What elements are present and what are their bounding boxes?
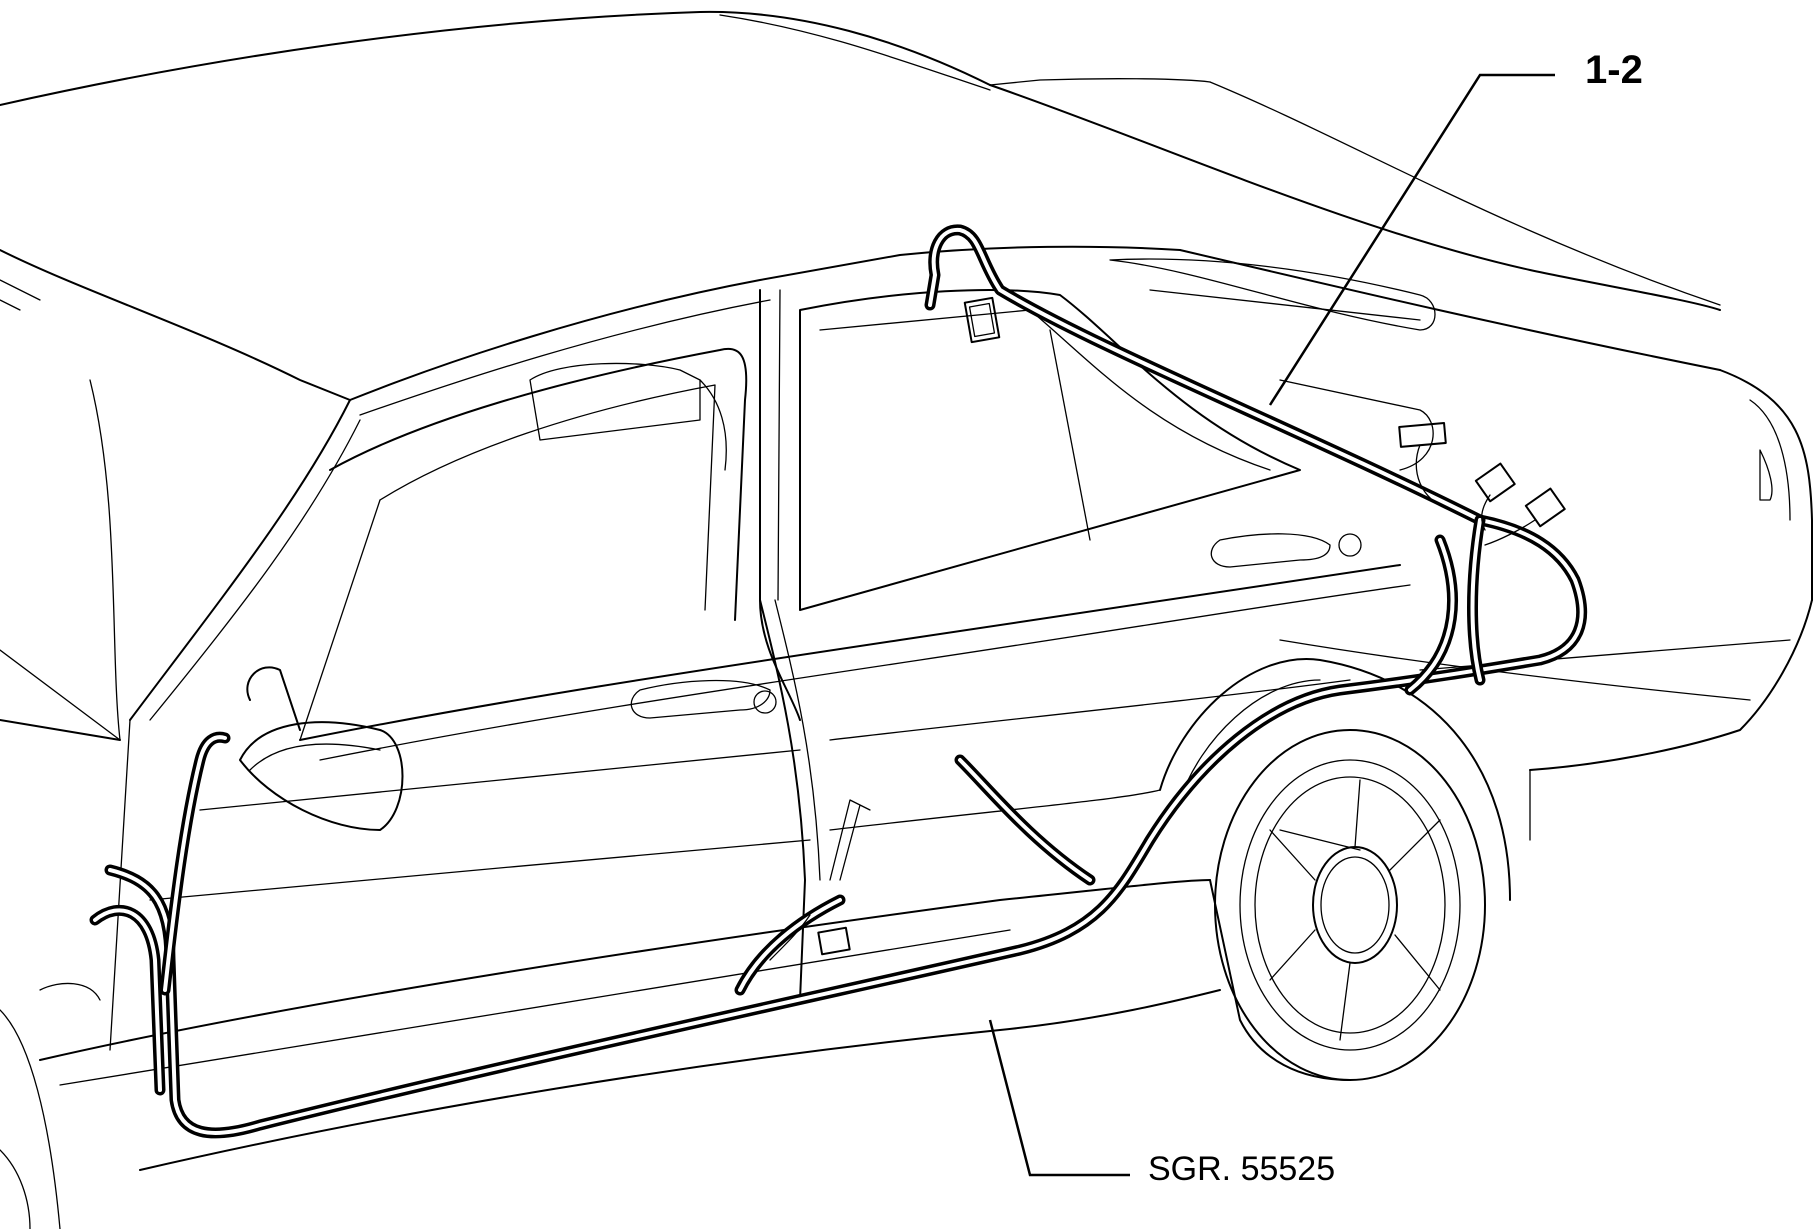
- part-leader-line: [1268, 73, 1555, 406]
- part-number-callout: 1-2: [1585, 48, 1643, 92]
- harness-connectors: [817, 296, 1566, 956]
- wiring-harness: [89, 224, 1588, 1139]
- car-body-outline: [0, 10, 1813, 1229]
- figure-reference-label: SGR. 55525: [1148, 1150, 1336, 1188]
- reference-leader-line: [988, 1019, 1130, 1177]
